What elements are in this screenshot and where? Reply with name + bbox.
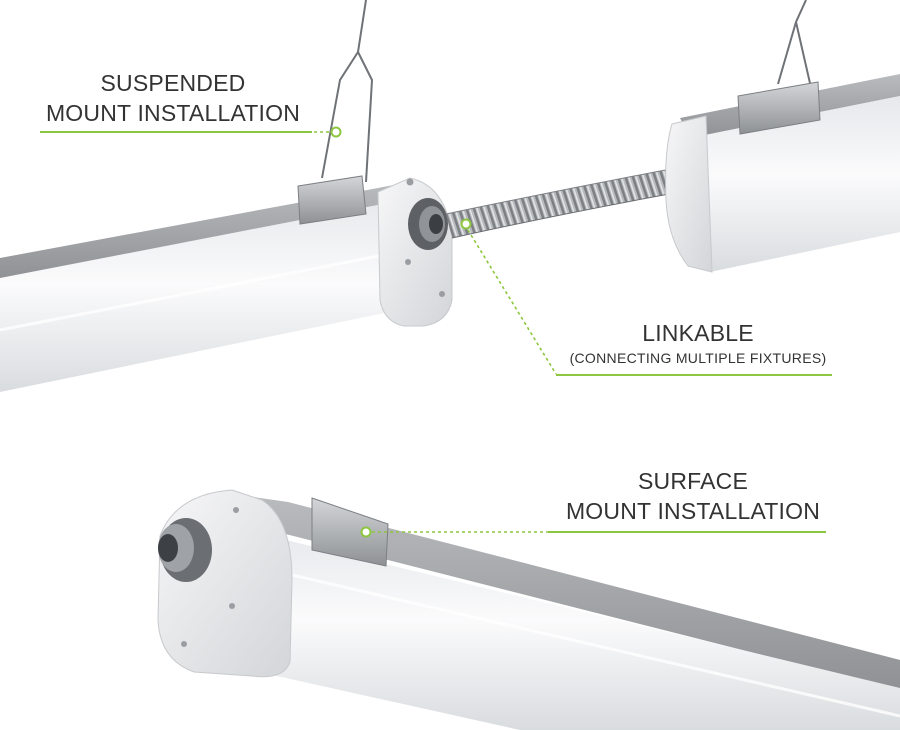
linkable-label: LINKABLE (CONNECTING MULTIPLE FIXTURES)	[548, 318, 848, 368]
surface-fixture	[157, 489, 900, 730]
fixture-end-cap	[157, 489, 293, 678]
suspended-fixture-left	[0, 0, 453, 392]
linkable-label-line2: (CONNECTING MULTIPLE FIXTURES)	[569, 350, 827, 366]
hanging-wire	[321, 0, 374, 183]
suspended-fixture-right	[665, 0, 900, 273]
callout-suspended	[40, 126, 342, 138]
callout-linkable	[460, 218, 832, 376]
fixture-diffuser	[690, 96, 900, 272]
suspended-mount-label: SUSPENDED MOUNT INSTALLATION	[38, 68, 308, 128]
mounting-clip	[737, 81, 821, 135]
suspended-label-line2: MOUNT INSTALLATION	[45, 100, 301, 126]
hanging-wire	[777, 0, 813, 93]
surface-label-line1: SURFACE	[637, 468, 749, 494]
conduit-nut	[408, 198, 448, 250]
fixture-diffuser	[244, 530, 900, 730]
conduit-nut	[158, 518, 212, 582]
callout-surface	[360, 526, 826, 538]
flexible-conduit	[445, 167, 681, 239]
fixture-end-cap	[665, 115, 713, 273]
fixture-end-cap	[377, 177, 453, 327]
suspended-label-line1: SUSPENDED	[100, 70, 246, 96]
fixture-diffuser	[0, 196, 448, 392]
surface-label-line2: MOUNT INSTALLATION	[565, 498, 821, 524]
linkable-label-line1: LINKABLE	[642, 320, 754, 346]
fixture-housing	[232, 494, 900, 690]
mounting-clip	[311, 497, 389, 567]
surface-mount-label: SURFACE MOUNT INSTALLATION	[548, 466, 838, 526]
mounting-clip	[297, 175, 367, 225]
